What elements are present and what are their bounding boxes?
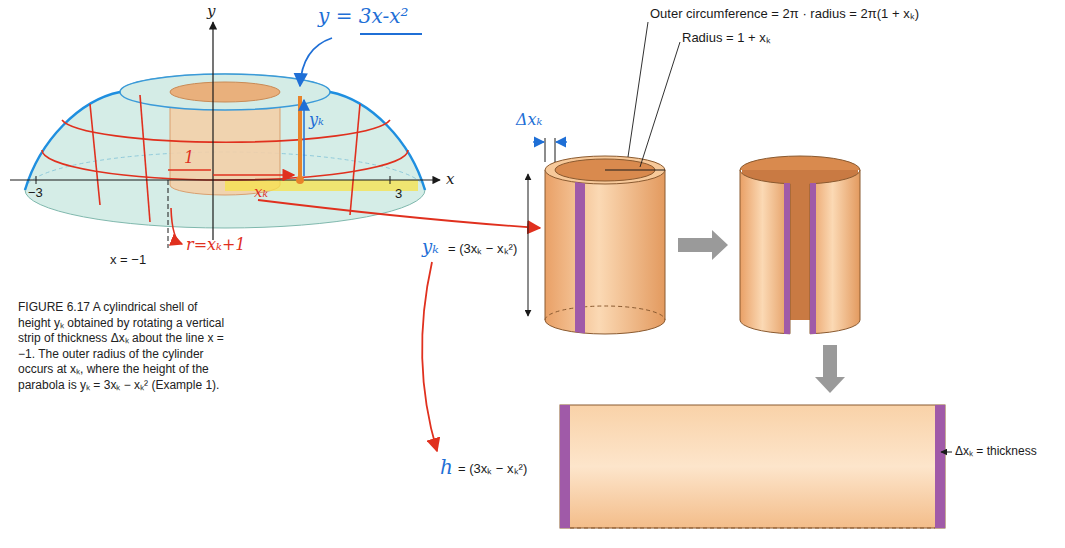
red-grid-line — [350, 104, 360, 215]
cut-edge — [810, 183, 816, 334]
flat-shell-edge — [570, 528, 935, 529]
underline — [360, 33, 422, 35]
handwritten-note: Δxₖ — [516, 110, 542, 129]
step-arrow — [815, 345, 845, 393]
cut-shell-panel — [810, 170, 860, 334]
dimension-label: Δxₖ = thickness — [955, 444, 1037, 458]
axis-label: x — [446, 170, 454, 188]
shell-body — [545, 170, 665, 334]
cut-strip — [575, 182, 585, 334]
cut-shell-panel — [740, 170, 790, 334]
rotation-axis — [168, 180, 169, 248]
red-grid-line — [140, 95, 150, 222]
shaded-region — [225, 180, 418, 191]
solid-body — [25, 74, 425, 228]
red-grid-line — [62, 120, 390, 142]
thickness-pointer — [941, 452, 952, 453]
xk-arrow — [213, 174, 294, 176]
strip-dot — [296, 176, 304, 184]
dimension-label: Radius = 1 + xₖ — [682, 30, 771, 46]
leader-line — [640, 42, 680, 167]
thickness-arrow — [556, 141, 567, 142]
red-grid-line — [90, 104, 100, 205]
axis-label: y — [207, 2, 215, 20]
radius-note-arrow — [171, 208, 182, 244]
figure-caption: FIGURE 6.17 A cylindrical shell of heigh… — [18, 300, 233, 394]
hole-top — [170, 82, 280, 102]
shell-hidden-rim — [545, 306, 665, 320]
link-arrow — [422, 262, 437, 451]
shell-top — [545, 156, 665, 184]
vertical-strip — [298, 96, 302, 179]
red-grid — [42, 95, 408, 222]
height-dimension — [528, 174, 529, 316]
handwritten-note: xₖ — [254, 183, 268, 201]
thickness-ticks — [545, 138, 555, 162]
cut-shell-back — [740, 156, 860, 170]
tick-mark — [36, 176, 390, 184]
cut-edge — [560, 405, 570, 528]
cut-edge — [935, 405, 945, 528]
height-arrow — [303, 100, 305, 176]
axis-label: x = −1 — [110, 252, 146, 268]
handwritten-note: yₖ — [422, 236, 439, 258]
handwritten-note: 1 — [184, 148, 194, 167]
unit-bracket — [168, 169, 211, 171]
parabola-trace — [25, 92, 120, 190]
handwritten-note: r=xₖ+1 — [186, 235, 246, 254]
dimension-label: Outer circumference = 2π · radius = 2π(1… — [650, 6, 919, 22]
dimension-label: = (3xₖ − xₖ²) — [458, 461, 527, 477]
parabola-trace — [330, 92, 425, 190]
step-arrow — [678, 230, 728, 260]
thickness-arrow — [533, 141, 544, 142]
link-arrow — [258, 200, 540, 228]
tick-label: 3 — [395, 186, 402, 202]
handwritten-note: yₖ — [309, 110, 324, 129]
curve-pointer — [300, 38, 332, 86]
dimension-label: = (3xₖ − xₖ²) — [446, 241, 519, 257]
leader-line — [628, 22, 648, 157]
handwritten-equation: y = 3x-x² — [318, 4, 408, 28]
x-axis — [10, 179, 440, 180]
cut-edge — [784, 183, 790, 334]
radius-line — [605, 170, 665, 171]
y-axis — [212, 22, 213, 240]
tick-label: −3 — [28, 185, 43, 201]
flat-shell — [560, 405, 945, 528]
handwritten-note: h — [440, 455, 453, 479]
